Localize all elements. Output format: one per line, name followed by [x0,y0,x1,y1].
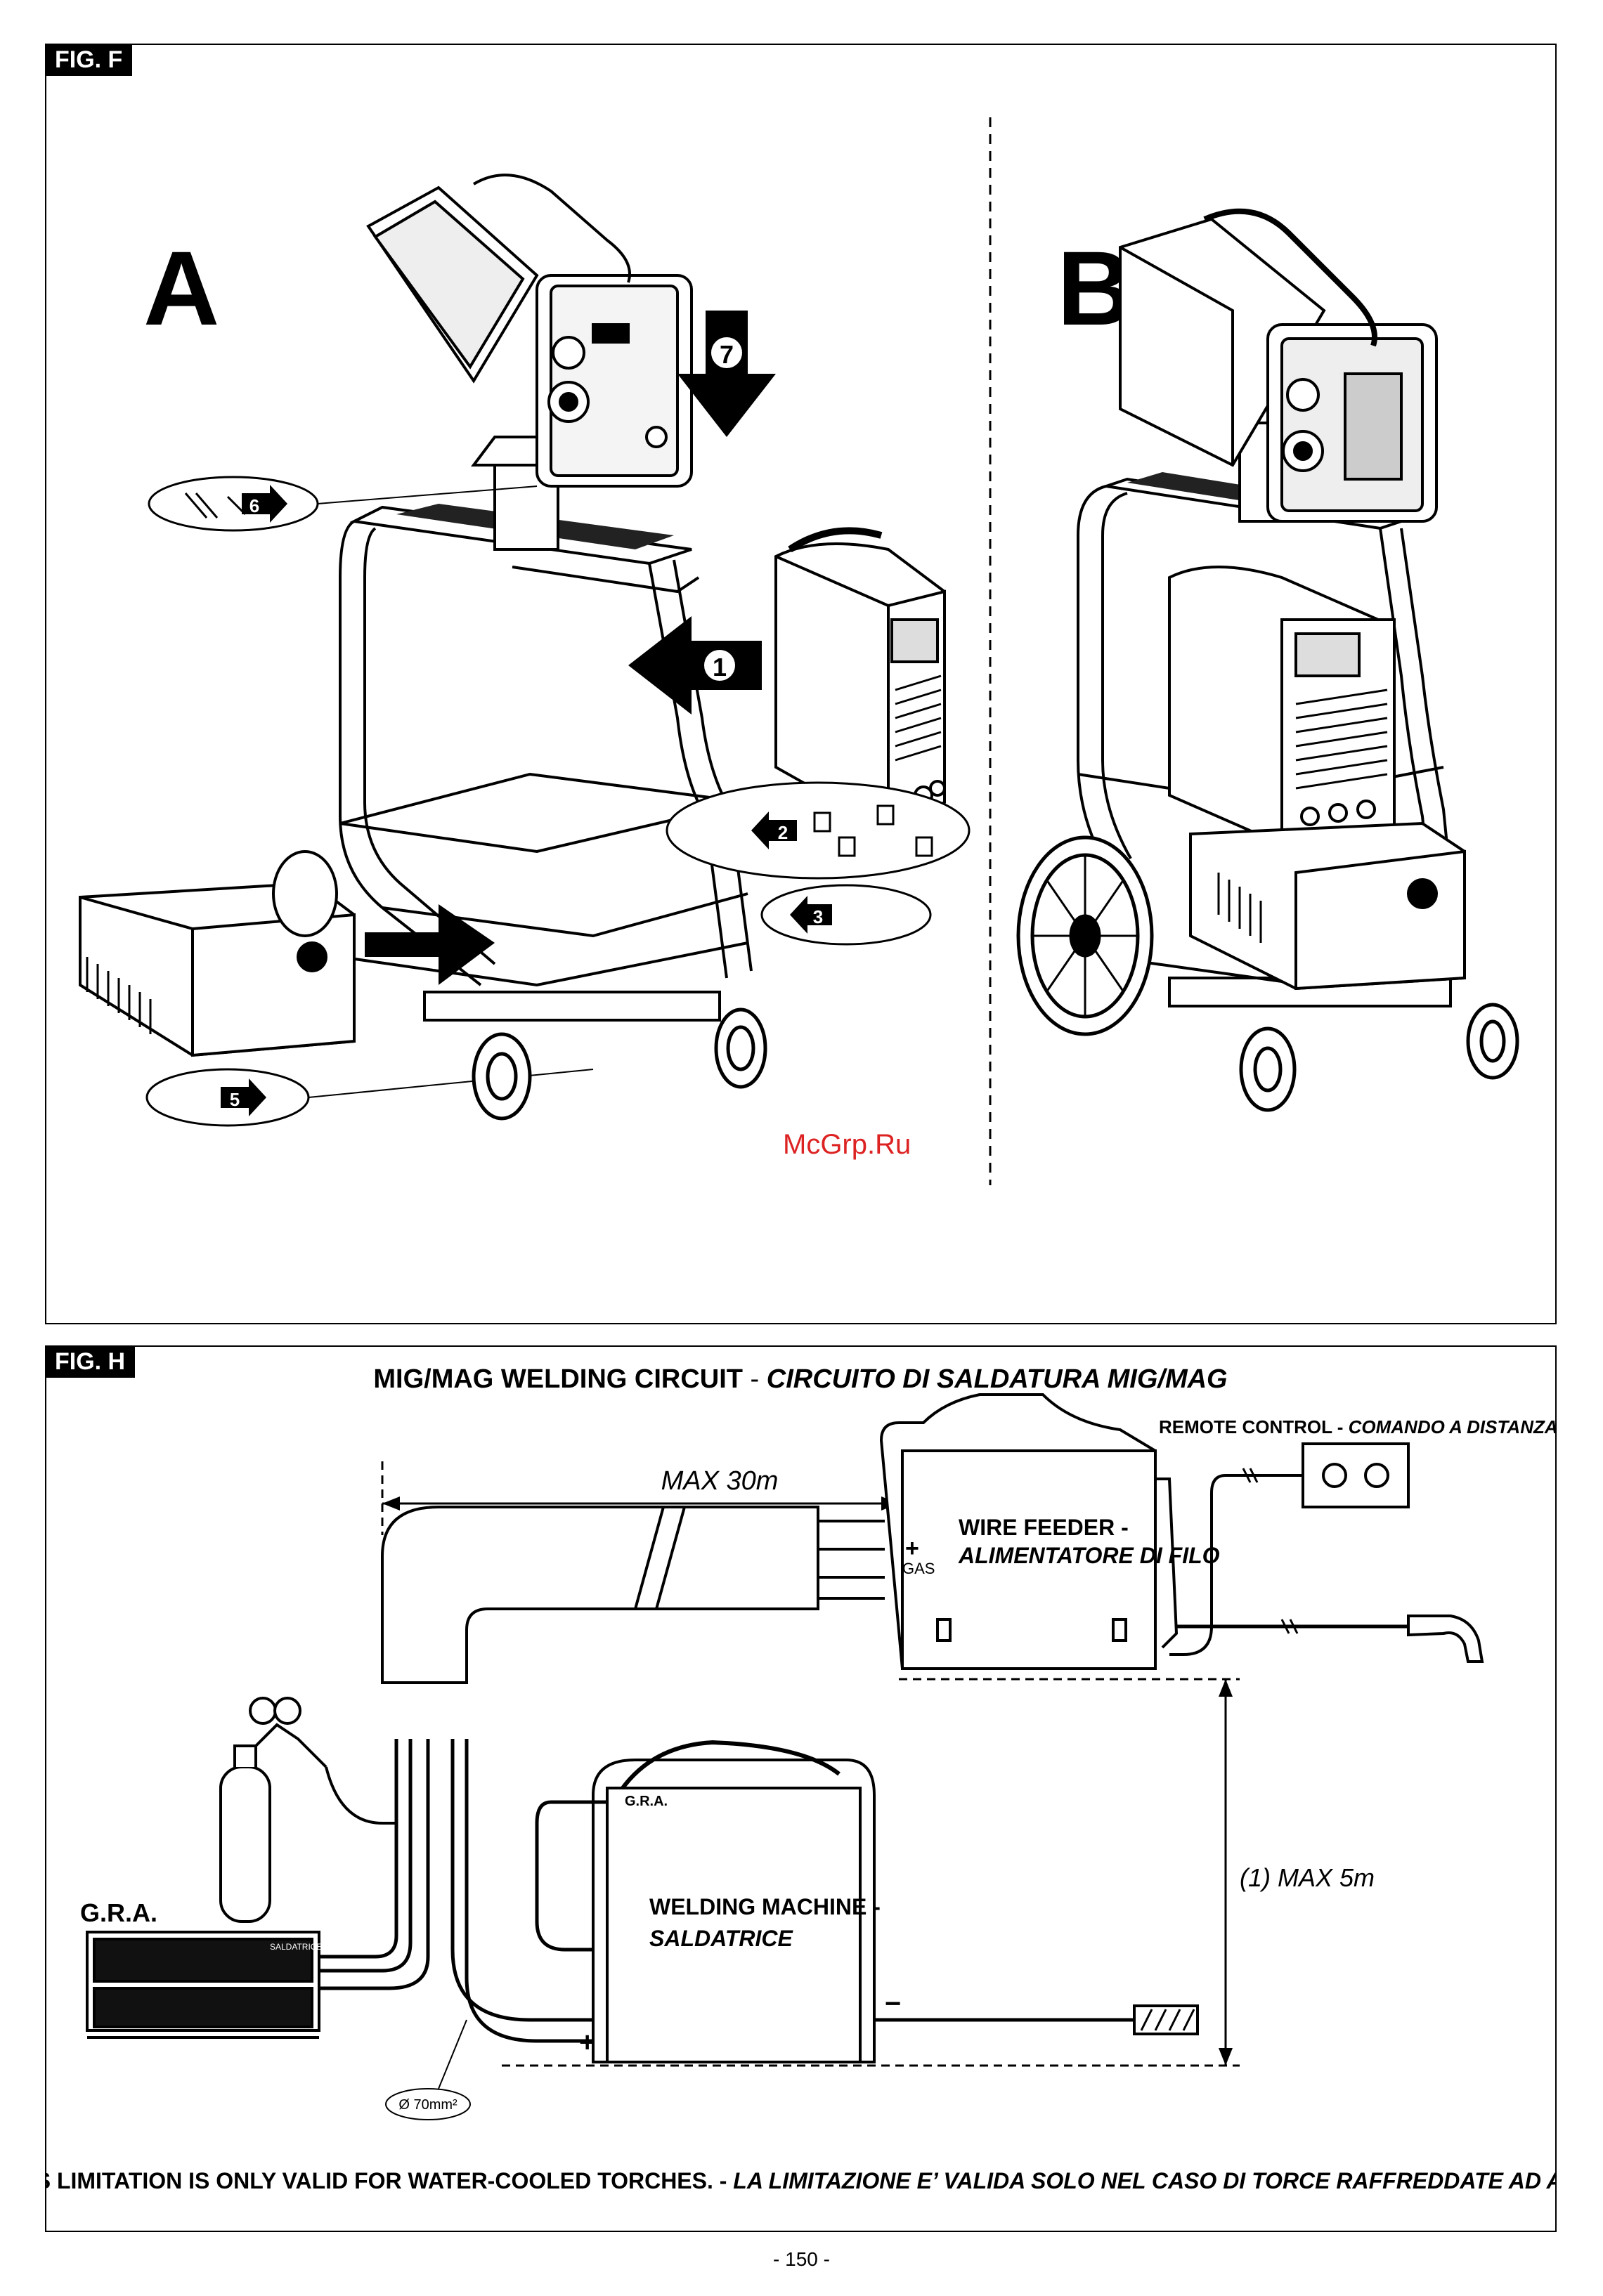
arrow-step-6: 7 [677,311,776,437]
cable-size-label: Ø 70mm² [398,2097,457,2113]
gra-hoses [319,1739,430,1990]
welding-machine-label: WELDING MACHINE - SALDATRICE [649,1894,887,1951]
step-2-label: 2 [778,822,788,843]
welding-gra-label: G.R.A. [625,1794,668,1809]
step-1-label: 1 [713,653,727,681]
gra-label: G.R.A. [80,1898,157,1927]
fig-f-drawing: A B 7 6 [79,117,1519,1185]
step-3-label: 3 [813,906,823,927]
cooling-unit-b [1189,821,1466,991]
wire-feeder-h [879,1393,1179,1670]
wheels-b [1016,835,1519,1112]
wire-feeder-gas: GAS [902,1560,935,1577]
arrow-step-2 [751,811,797,849]
gra-saldatrice: SALDATRICE [270,1942,322,1952]
remote-control-label: REMOTE CONTROL - COMANDO A DISTANZA [1159,1416,1557,1437]
welding-machine-a [774,527,946,833]
watermark: McGrp.Ru [783,1129,911,1160]
max-5-label: (1) MAX 5m [1240,1863,1375,1892]
step-5-label: 5 [230,1089,240,1110]
footnote: (1) THIS LIMITATION IS ONLY VALID FOR WA… [45,2168,1557,2193]
fig-h-title: MIG/MAG WELDING CIRCUIT - CIRCUITO DI SA… [373,1364,1227,1394]
wire-feeder-a [366,174,693,488]
fig-f-tag: FIG. F [45,44,133,76]
welding-hoses [450,1739,607,2043]
remote-control-box [1302,1442,1410,1508]
cooling-unit-a [79,850,356,1057]
torch [1407,1615,1484,1663]
gra-unit [86,1931,320,2039]
max-30-label: MAX 30m [661,1466,779,1496]
remote-knob-1 [1322,1463,1347,1488]
arrow-step-1: 1 [628,616,762,715]
gas-hose [325,1739,398,1825]
arrow-step-7 [242,485,287,523]
remote-knob-2 [1364,1463,1389,1488]
detail-3 [760,884,932,946]
gas-cylinder [219,1697,327,1923]
label-a: A [143,229,219,347]
step-7-label: 6 [249,495,259,516]
wire-feeder-label: WIRE FEEDER - ALIMENTATORE DI FILO [958,1515,1220,1568]
fig-h-panel [45,1345,1557,2232]
step-6-label: 7 [720,340,734,369]
cable-size-callout [385,2088,471,2120]
arrow-step-5 [221,1078,266,1116]
arrow-cooling-insert [365,904,495,985]
welding-machine-h [592,1740,876,2063]
fig-f-panel [45,44,1557,1324]
wire-feeder-b [1119,208,1438,523]
fig-h-drawing: MIG/MAG WELDING CIRCUIT - CIRCUITO DI SA… [45,1364,1557,2193]
arrow-step-3 [790,896,832,934]
cable-bundle [381,1506,819,1684]
wheels-a [472,1007,767,1121]
wire-feeder-plus: + [905,1535,919,1562]
fig-h-tag: FIG. H [45,1345,136,1378]
page-number: - 150 - [773,2248,830,2270]
welding-machine-b [1168,566,1396,847]
welding-minus: − [885,1988,901,2019]
